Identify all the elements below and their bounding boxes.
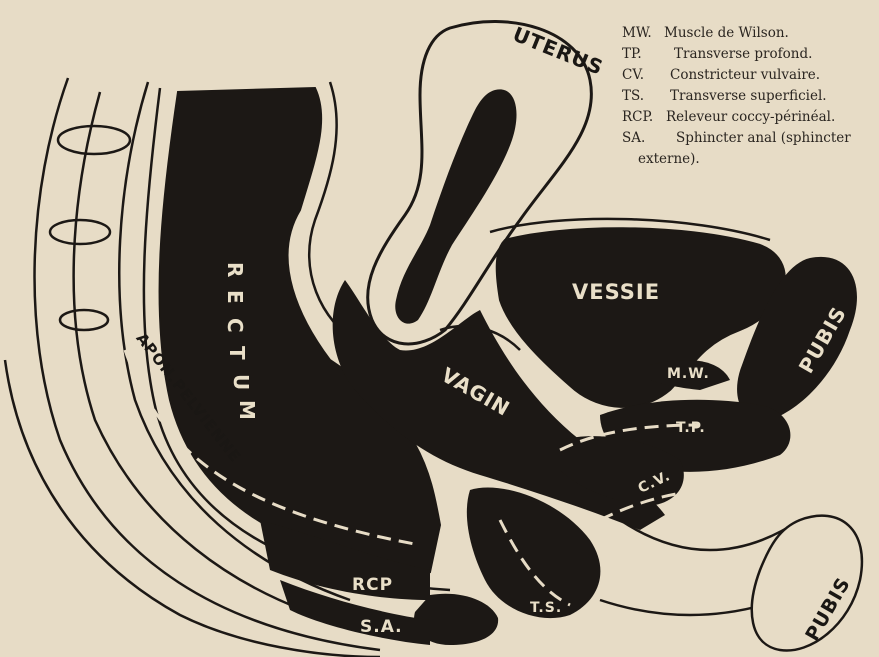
vessie-label: VESSIE [572,280,660,304]
rectum-letter: M [235,400,259,421]
mw-label: M.W. [667,366,710,382]
rectum-letter: C [223,318,247,334]
ts-label: T.S. [530,600,562,616]
legend-abbr: RCP. [622,109,653,125]
legend-abbr: CV. [622,67,644,83]
legend-text: Constricteur vulvaire. [670,67,820,83]
legend-text: externe). [638,151,700,167]
coccyx-vertebrae [50,126,130,330]
legend-text: Releveur coccy-périnéal. [666,109,835,125]
legend-text: Sphincter anal (sphincter [676,130,851,146]
legend-abbr: MW. [622,25,652,41]
tp-label: T.P. [676,420,706,436]
rectum-letter: T [225,346,249,361]
legend-abbr: SA. [622,130,645,146]
legend-abbr: TS. [622,88,644,104]
rectum-letter: R [223,262,247,278]
rcp-label: RCP [352,575,393,595]
legend-text: Transverse superficiel. [670,88,827,104]
legend-text: Muscle de Wilson. [664,25,789,41]
rectum-letter: E [223,290,247,305]
legend-abbr: TP. [622,46,642,62]
rectum-letter: U [229,374,253,391]
legend: MW. Muscle de Wilson. TP. Transverse pro… [622,25,851,167]
sa-label: S.A. [360,617,403,637]
legend-text: Transverse profond. [674,46,812,62]
